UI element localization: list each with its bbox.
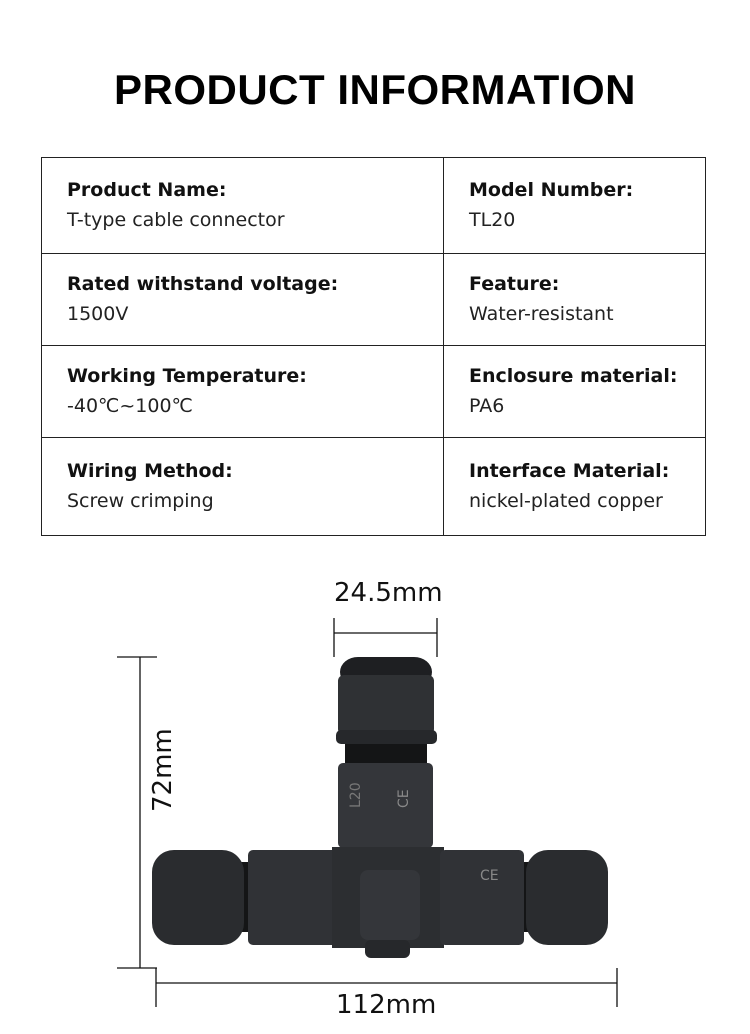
spec-value: Screw crimping [67, 489, 214, 512]
ce-mark: CE [396, 789, 412, 808]
dimension-lines [117, 618, 618, 1007]
spec-label: Rated withstand voltage: [67, 272, 339, 295]
page-title: PRODUCT INFORMATION [113, 66, 636, 113]
spec-label: Working Temperature: [67, 364, 307, 387]
spec-value: Water-resistant [469, 302, 614, 325]
ce-mark-right: CE [480, 868, 499, 884]
dimension-height: 72mm [148, 728, 178, 812]
spec-value: T-type cable connector [67, 208, 285, 231]
table-row: Rated withstand voltage: 1500V Feature: Wa… [41, 253, 706, 346]
spec-table: Product Name: T-type cable connector Mode… [41, 157, 706, 536]
spec-value: PA6 [469, 394, 505, 417]
spec-cell: Model Number: TL20 [443, 157, 706, 254]
spec-cell: Wiring Method: Screw crimping [41, 437, 444, 536]
spec-cell: Rated withstand voltage: 1500V [41, 253, 444, 346]
spec-value: -40℃~100℃ [67, 394, 193, 417]
spec-label: Model Number: [469, 178, 634, 201]
dimension-width-top: 24.5mm [334, 578, 443, 608]
spec-cell: Enclosure material: PA6 [443, 345, 706, 438]
spec-cell: Feature: Water-resistant [443, 253, 706, 346]
spec-label: Interface Material: [469, 459, 670, 482]
spec-value: TL20 [469, 208, 516, 231]
spec-label: Enclosure material: [469, 364, 678, 387]
spec-value: 1500V [67, 302, 129, 325]
spec-cell: Working Temperature: -40℃~100℃ [41, 345, 444, 438]
spec-label: Wiring Method: [67, 459, 233, 482]
t-connector-image: L20 CE CE [152, 657, 608, 958]
dimension-length: 112mm [336, 990, 437, 1020]
spec-label: Product Name: [67, 178, 227, 201]
spec-label: Feature: [469, 272, 560, 295]
spec-cell: Product Name: T-type cable connector [41, 157, 444, 254]
table-row: Wiring Method: Screw crimping Interface M… [41, 437, 706, 536]
model-mark: L20 [348, 782, 364, 808]
table-row: Working Temperature: -40℃~100℃ Enclosure … [41, 345, 706, 438]
spec-cell: Interface Material: nickel-plated copper [443, 437, 706, 536]
table-row: Product Name: T-type cable connector Mode… [41, 157, 706, 254]
spec-value: nickel-plated copper [469, 489, 663, 512]
